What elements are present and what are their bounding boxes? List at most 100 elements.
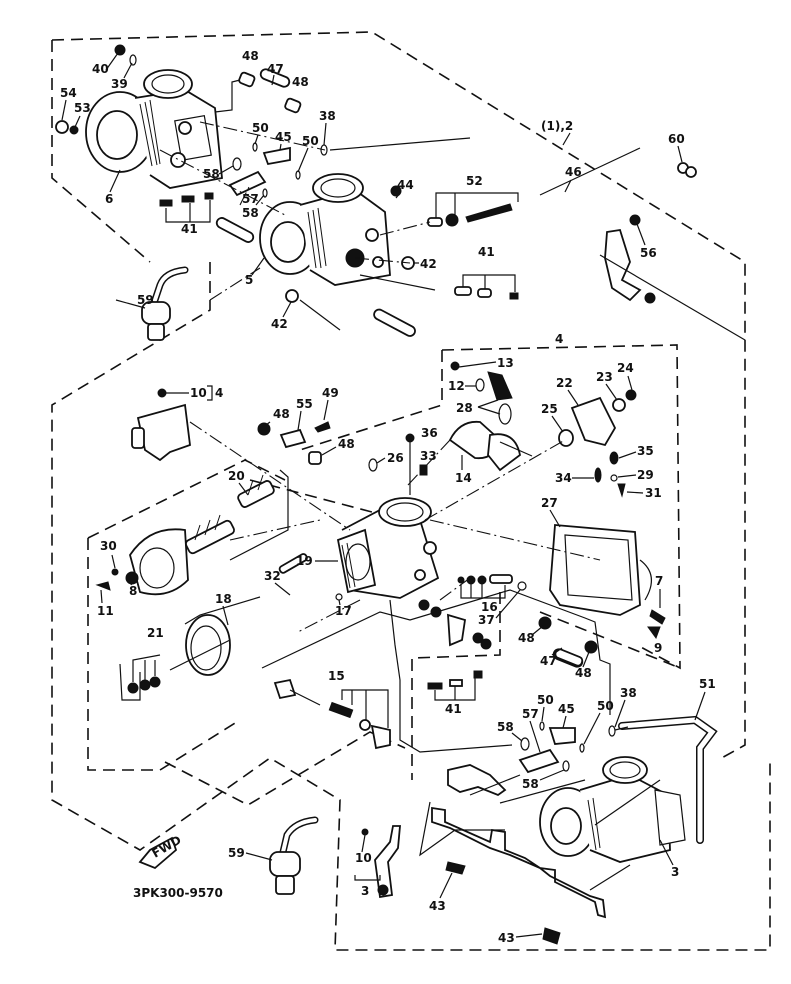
callout-4-bracket: 4 <box>215 386 223 400</box>
callout-31: 31 <box>645 486 662 500</box>
callout-3-bracket: 3 <box>361 884 369 898</box>
callout-41-middle: 41 <box>478 245 495 259</box>
callout-12: 12 <box>448 379 465 393</box>
callout-11: 11 <box>97 604 114 618</box>
callout-29: 29 <box>637 468 654 482</box>
callout-44: 44 <box>397 178 414 192</box>
callout-27: 27 <box>541 496 558 510</box>
callout-group-4: 4 <box>555 332 563 346</box>
callout-7: 7 <box>655 574 663 588</box>
callout-57-top: 57 <box>242 192 259 206</box>
callout-10-top: 10 <box>190 386 207 400</box>
callout-9: 9 <box>654 641 662 655</box>
throttle-cable-bracket-56 <box>518 201 656 304</box>
callout-59-bottom: 59 <box>228 846 245 860</box>
callout-42-right: 42 <box>420 257 437 271</box>
callout-39: 39 <box>111 77 128 91</box>
float-chamber-27 <box>549 524 652 616</box>
callout-48-top-a: 48 <box>242 49 259 63</box>
callout-43-b: 43 <box>498 931 515 945</box>
callout-32: 32 <box>264 569 281 583</box>
callout-52: 52 <box>466 174 483 188</box>
callout-58-top-b: 58 <box>242 206 259 220</box>
bracket-3 <box>374 825 401 899</box>
callout-56: 56 <box>640 246 657 260</box>
callout-58-low-b: 58 <box>522 777 539 791</box>
bracket-4 <box>131 403 191 462</box>
callout-48-mid-a: 48 <box>518 631 535 645</box>
assembly-boundary-outer <box>51 31 771 951</box>
callout-5: 5 <box>245 273 253 287</box>
callout-57-low: 57 <box>522 707 539 721</box>
front-direction-arrow-icon: FWD <box>138 833 184 870</box>
callout-54: 54 <box>60 86 77 100</box>
callout-8: 8 <box>129 584 137 598</box>
callout-48-mid-b: 48 <box>575 666 592 680</box>
callout-15: 15 <box>328 669 345 683</box>
callout-49: 49 <box>322 386 339 400</box>
throttle-stop-screw-15 <box>273 678 391 750</box>
carburetor-3 <box>539 756 686 863</box>
callout-group-1-2: (1),2 <box>541 119 573 133</box>
drawing-code: 3PK300-9570 <box>133 886 223 900</box>
callout-46: 46 <box>565 165 582 179</box>
callout-28: 28 <box>456 401 473 415</box>
diaphragm-cover-8 <box>125 528 189 596</box>
callout-26: 26 <box>387 451 404 465</box>
carburetor-6 <box>85 69 223 189</box>
callout-30: 30 <box>100 539 117 553</box>
callout-24: 24 <box>617 361 634 375</box>
callout-47-mid: 47 <box>540 654 557 668</box>
callout-45-top: 45 <box>275 130 292 144</box>
callout-25: 25 <box>541 402 558 416</box>
callout-13: 13 <box>497 356 514 370</box>
callout-43-a: 43 <box>429 899 446 913</box>
group-4-boundary <box>299 344 681 780</box>
callout-58-top-a: 58 <box>203 167 220 181</box>
callout-17: 17 <box>335 604 352 618</box>
callout-55: 55 <box>296 397 313 411</box>
assembly-lines <box>119 79 746 891</box>
spring-20 <box>185 474 275 555</box>
callout-50-low-a: 50 <box>537 693 554 707</box>
carburetor-body-19 <box>336 497 440 599</box>
callout-34: 34 <box>555 471 572 485</box>
callout-48-left-b: 48 <box>338 437 355 451</box>
callout-42-bottom: 42 <box>271 317 288 331</box>
callout-50-top-a: 50 <box>252 121 269 135</box>
callout-38-top: 38 <box>319 109 336 123</box>
callout-labels: 40 39 54 53 6 48 47 48 38 50 45 50 58 57… <box>60 49 716 945</box>
callout-41-top: 41 <box>181 222 198 236</box>
callout-48-left-a: 48 <box>273 407 290 421</box>
linkage-plate <box>431 806 607 919</box>
callout-3: 3 <box>671 865 679 879</box>
callout-35: 35 <box>637 444 654 458</box>
callout-51: 51 <box>699 677 716 691</box>
callout-47-top: 47 <box>267 62 284 76</box>
callout-14: 14 <box>455 471 472 485</box>
callout-58-low-a: 58 <box>497 720 514 734</box>
callout-20: 20 <box>228 469 245 483</box>
choke-rod-46 <box>467 137 583 303</box>
callout-23: 23 <box>596 370 613 384</box>
callout-37: 37 <box>478 613 495 627</box>
callout-10-bottom: 10 <box>355 851 372 865</box>
callout-60: 60 <box>668 132 685 146</box>
callout-40: 40 <box>92 62 109 76</box>
diaphragm-piston-18 <box>169 614 231 676</box>
callout-36: 36 <box>421 426 438 440</box>
callout-50-top-b: 50 <box>302 134 319 148</box>
callout-33: 33 <box>420 449 437 463</box>
carburetor-5 <box>259 173 391 286</box>
callout-16: 16 <box>481 600 498 614</box>
callout-19: 19 <box>296 554 313 568</box>
callout-22: 22 <box>556 376 573 390</box>
small-fittings <box>55 44 697 945</box>
callout-45-low: 45 <box>558 702 575 716</box>
callout-48-top-b: 48 <box>292 75 309 89</box>
grouping-brackets <box>132 192 629 881</box>
vent-valve-59-bottom <box>269 816 319 895</box>
callout-6: 6 <box>105 192 113 206</box>
callout-18: 18 <box>215 592 232 606</box>
